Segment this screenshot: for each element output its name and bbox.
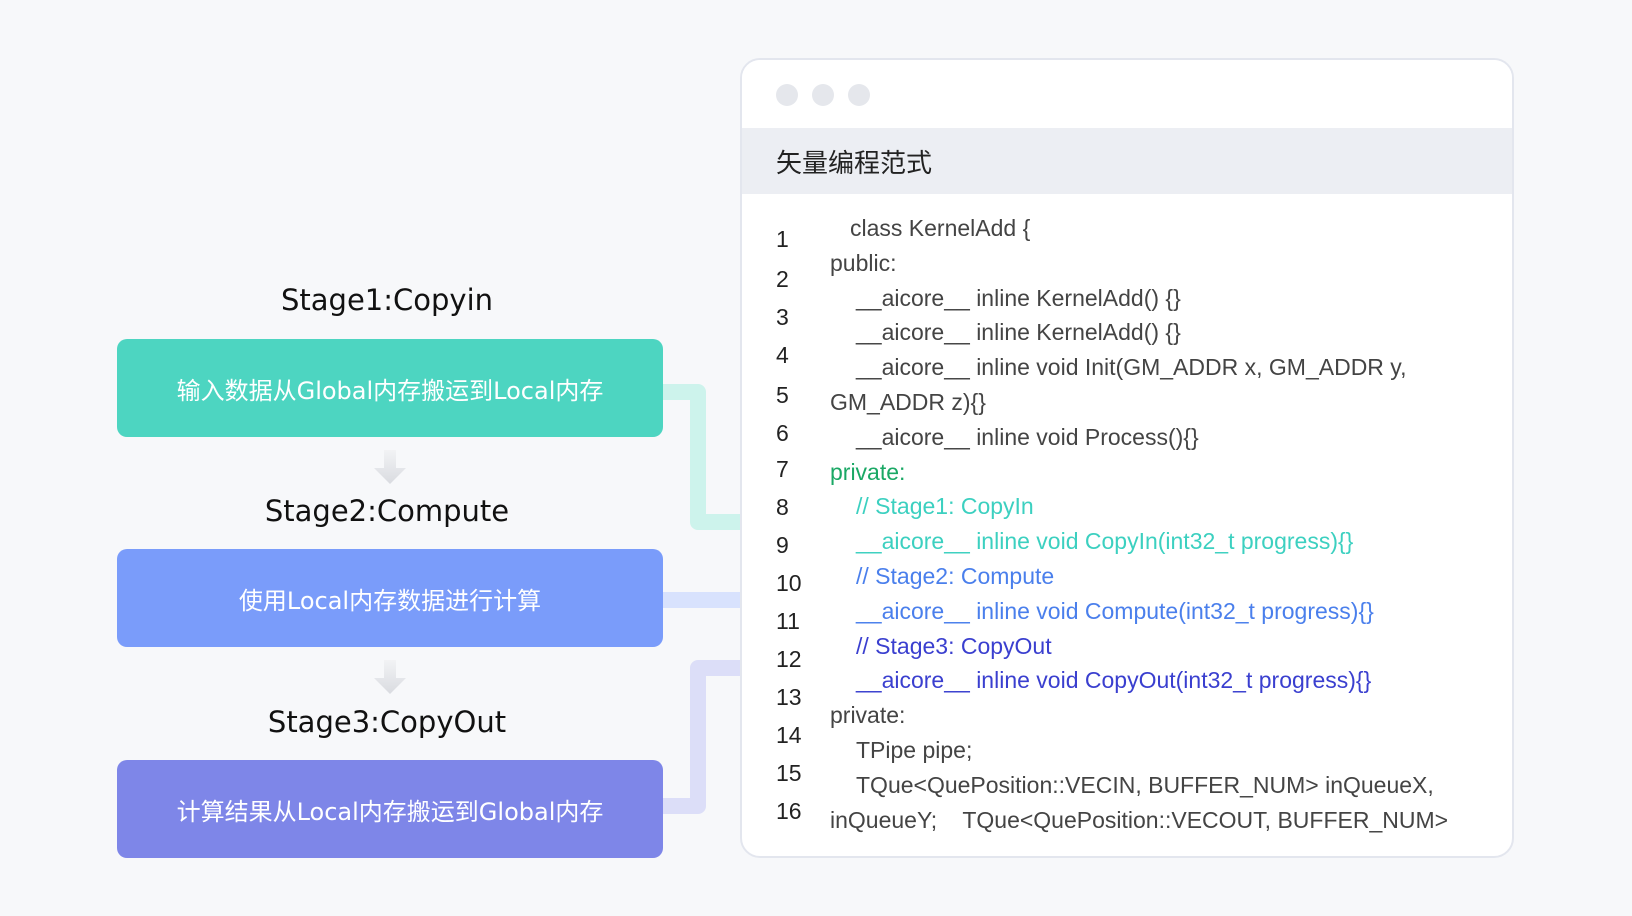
stage1-box: 输入数据从Global内存搬运到Local内存	[117, 339, 663, 437]
code-line: __aicore__ inline void CopyIn(int32_t pr…	[856, 528, 1354, 555]
window-titlebar	[742, 60, 1512, 128]
code-line: public:	[830, 249, 897, 276]
code-line: // Stage3: CopyOut	[856, 632, 1052, 659]
code-line: // Stage1: CopyIn	[856, 493, 1034, 520]
stage1-title: Stage1:Copyin	[280, 283, 494, 317]
code-line: inQueueY; TQue<QuePosition::VECOUT, BUFF…	[830, 806, 1449, 833]
stage2-title: Stage2:Compute	[264, 494, 510, 528]
line-number: 16	[776, 798, 802, 824]
connector-stage3	[662, 660, 740, 814]
code-line: __aicore__ inline void CopyOut(int32_t p…	[856, 667, 1372, 694]
stage1-description: 输入数据从Global内存搬运到Local内存	[176, 376, 604, 405]
window-dot-icon	[848, 84, 870, 106]
code-line: __aicore__ inline void Init(GM_ADDR x, G…	[856, 354, 1407, 381]
line-number: 12	[776, 646, 802, 672]
down-arrow-icon	[374, 450, 406, 484]
stage2-box: 使用Local内存数据进行计算	[117, 549, 663, 647]
stage3-box: 计算结果从Local内存搬运到Global内存	[117, 760, 663, 858]
line-number: 3	[776, 304, 789, 330]
line-number: 5	[776, 382, 789, 408]
stage3-description: 计算结果从Local内存搬运到Global内存	[176, 797, 604, 826]
line-number: 14	[776, 722, 802, 748]
line-number: 7	[776, 456, 789, 482]
line-number: 11	[776, 608, 800, 634]
code-line: class KernelAdd {	[850, 215, 1031, 241]
code-line: private:	[830, 458, 906, 485]
line-number: 1	[776, 226, 789, 252]
line-number: 2	[776, 266, 789, 292]
code-line: __aicore__ inline KernelAdd() {}	[856, 284, 1181, 311]
code-line: __aicore__ inline void Compute(int32_t p…	[856, 597, 1374, 624]
stage2-description: 使用Local内存数据进行计算	[238, 586, 542, 615]
line-number: 6	[776, 420, 789, 446]
code-line: TQue<QuePosition::VECIN, BUFFER_NUM> inQ…	[856, 771, 1434, 798]
code-line: // Stage2: Compute	[856, 563, 1055, 589]
window-dot-icon	[776, 84, 798, 106]
connector-stage1	[662, 384, 740, 530]
code-window-title: 矢量编程范式	[742, 128, 1512, 194]
code-line: __aicore__ inline void Process(){}	[856, 423, 1199, 450]
code-line: __aicore__ inline KernelAdd() {}	[856, 319, 1181, 346]
line-number: 4	[776, 342, 789, 368]
stage3-title: Stage3:CopyOut	[267, 705, 507, 739]
code-line: TPipe pipe;	[856, 737, 973, 763]
line-number: 10	[776, 570, 802, 596]
code-line: private:	[830, 702, 906, 729]
line-number: 15	[776, 760, 802, 786]
line-number: 8	[776, 494, 789, 520]
window-dot-icon	[812, 84, 834, 106]
down-arrow-icon	[374, 660, 406, 694]
line-number: 9	[776, 532, 789, 558]
line-number: 13	[776, 684, 802, 710]
code-line: GM_ADDR z){}	[830, 389, 986, 415]
